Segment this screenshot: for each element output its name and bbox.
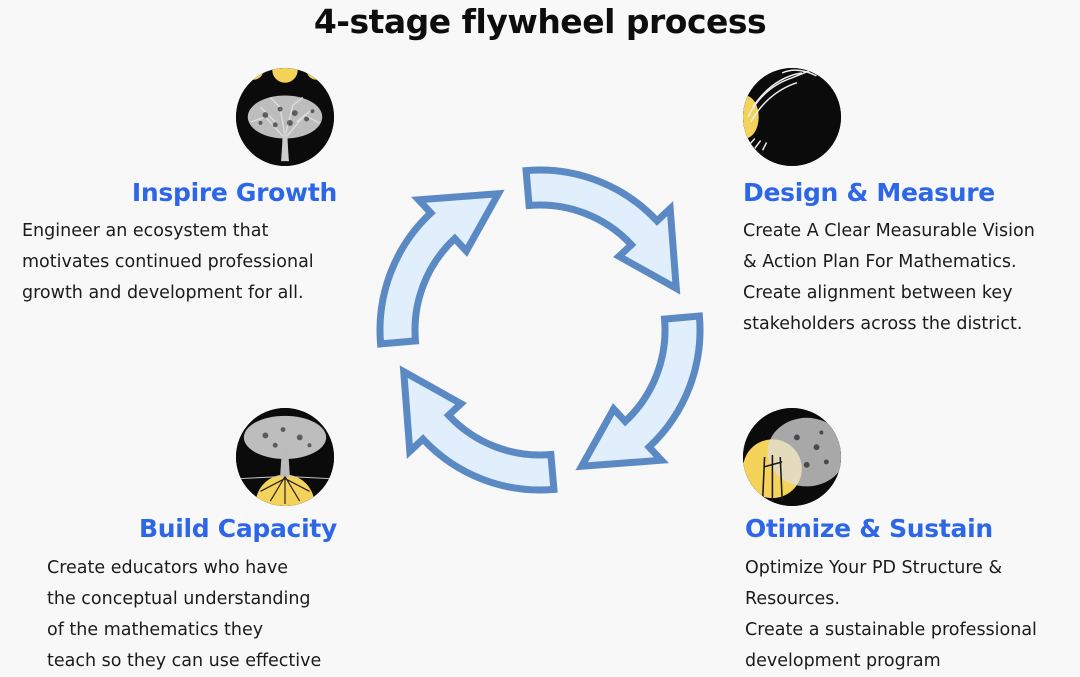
description-line: Resources. [745,589,840,609]
cycle-arrows-icon [370,160,710,500]
description-line: Engineer an ecosystem that [22,221,269,241]
description-line: growth and development for all. [22,283,304,303]
description-line: of the mathematics they [47,620,264,640]
tree-with-roots-icon [236,408,334,506]
stage-title-build-capacity: Build Capacity [138,514,337,543]
arrow-to-inspire-growth [376,189,505,348]
description-line: Optimize Your PD Structure & [745,558,1003,578]
page-title: 4-stage flywheel process [313,2,767,41]
stage-description-build-capacity: Create educators who have the conceptual… [47,553,321,677]
tree-with-suns-icon [236,68,334,166]
arrow-to-build-capacity [399,365,558,494]
description-line: Create alignment between key [743,283,1013,303]
stage-description-design-measure: Create A Clear Measurable Vision & Actio… [743,216,1035,340]
description-line: the conceptual understanding [47,589,311,609]
description-line: motivates continued professional [22,252,314,272]
tree-trunk-sun-icon [743,408,841,506]
tree-branch-moon-icon [743,68,841,166]
arrow-to-optimize-sustain [575,312,704,471]
description-line: & Action Plan For Mathematics. [743,252,1017,272]
stage-title-design-measure: Design & Measure [743,178,995,207]
stage-description-inspire-growth: Engineer an ecosystem that motivates con… [22,216,314,309]
stage-title-optimize-sustain: Otimize & Sustain [745,514,993,543]
description-line: Create educators who have [47,558,289,578]
description-line: Create a sustainable professional [745,620,1037,640]
stage-title-inspire-growth: Inspire Growth [131,178,337,207]
arrow-to-design-measure [522,166,681,295]
description-line: teach so they can use effective [47,651,322,671]
description-line: Create A Clear Measurable Vision [743,221,1035,241]
stage-description-optimize-sustain: Optimize Your PD Structure & Resources. … [745,553,1037,677]
description-line: stakeholders across the district. [743,314,1023,334]
description-line: development program [745,651,941,671]
